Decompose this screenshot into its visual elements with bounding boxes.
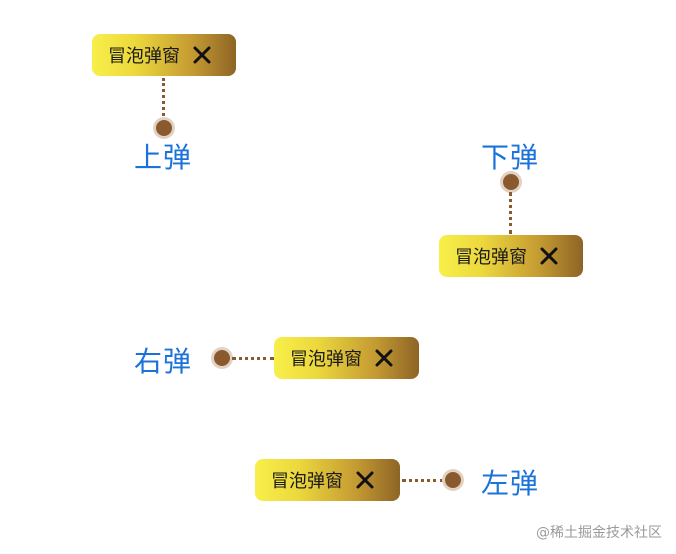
anchor-dot-right xyxy=(214,350,230,366)
label-left: 左弹 xyxy=(481,467,540,500)
close-icon[interactable] xyxy=(539,246,559,266)
popover-left-text: 冒泡弹窗 xyxy=(271,471,343,492)
anchor-dot-bottom xyxy=(503,174,519,190)
popover-right[interactable]: 冒泡弹窗 xyxy=(274,337,419,379)
popover-bottom-text: 冒泡弹窗 xyxy=(455,247,527,268)
close-icon[interactable] xyxy=(355,470,375,490)
connector-bottom xyxy=(509,192,512,234)
watermark: @稀土掘金技术社区 xyxy=(536,525,662,541)
close-icon[interactable] xyxy=(374,348,394,368)
popover-top[interactable]: 冒泡弹窗 xyxy=(92,34,236,76)
connector-top xyxy=(162,78,165,122)
connector-left xyxy=(402,479,444,482)
label-bottom: 下弹 xyxy=(481,141,540,174)
label-top: 上弹 xyxy=(134,141,193,174)
popover-left[interactable]: 冒泡弹窗 xyxy=(255,459,400,501)
label-right: 右弹 xyxy=(134,345,193,378)
popover-bottom[interactable]: 冒泡弹窗 xyxy=(439,235,583,277)
popover-right-text: 冒泡弹窗 xyxy=(290,349,362,370)
connector-right xyxy=(232,357,274,360)
popover-top-text: 冒泡弹窗 xyxy=(108,46,180,67)
close-icon[interactable] xyxy=(192,45,212,65)
anchor-dot-top xyxy=(156,120,172,136)
anchor-dot-left xyxy=(445,472,461,488)
